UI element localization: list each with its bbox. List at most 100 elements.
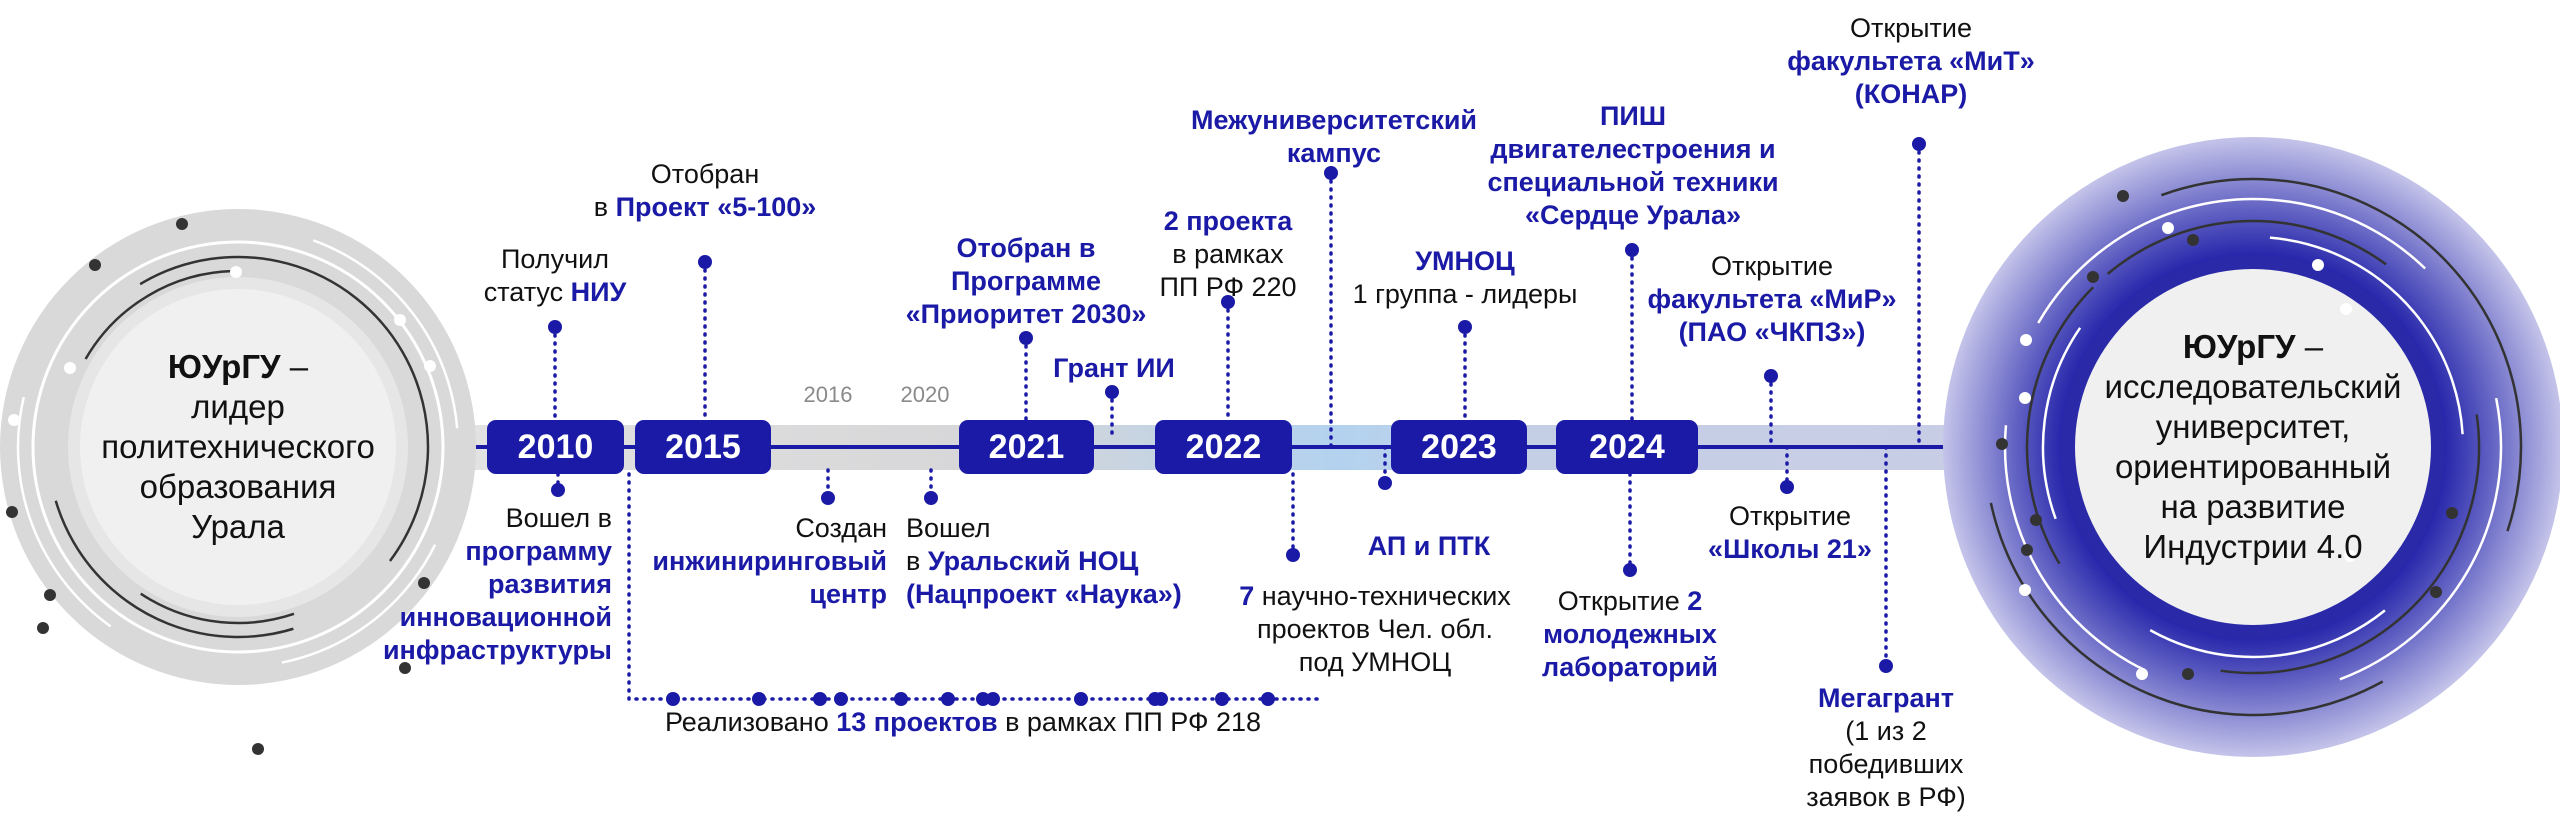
label-text: (1 из 2 <box>1845 716 1927 746</box>
highlight-text: инфраструктуры <box>382 635 612 665</box>
pp218-project-dot <box>813 692 827 706</box>
label-text: ЮУрГУ <box>2182 328 2296 365</box>
label-text: Открытие <box>1728 501 1852 531</box>
label-text: статус <box>483 277 571 307</box>
highlight-text: (КОНАР) <box>1854 79 1968 109</box>
highlight-text: Грант ИИ <box>1053 353 1175 383</box>
pp218-project-dot <box>894 692 908 706</box>
label-text: проектов Чел. обл. <box>1256 614 1494 644</box>
label-line: Индустрии 4.0 <box>2105 527 2402 567</box>
label-text: Открытие <box>1557 586 1688 616</box>
highlight-text: АП и ПТК <box>1367 531 1491 561</box>
label-text: Отобран <box>650 159 760 189</box>
label-line: Межуниверситетский <box>1191 104 1477 137</box>
label-text: Создан <box>795 513 887 543</box>
event-label: Грант ИИ <box>1053 352 1175 385</box>
highlight-text: Программе <box>950 266 1102 296</box>
label-line: университет, <box>2105 407 2402 447</box>
pp218-project-dot <box>1261 692 1275 706</box>
highlight-text: ПИШ <box>1600 101 1666 131</box>
highlight-text: 13 проектов <box>836 707 998 737</box>
label-line: «Приоритет 2030» <box>906 298 1147 331</box>
label-line: образования <box>101 467 375 507</box>
label-text: – <box>280 348 309 385</box>
label-line: развития <box>383 568 612 601</box>
highlight-text: «Сердце Урала» <box>1524 200 1742 230</box>
highlight-text: инновационной <box>399 602 612 632</box>
year-marker-2023: 2023 <box>1391 420 1527 474</box>
label-line: специальной техники <box>1487 166 1778 199</box>
highlight-text: развития <box>487 569 612 599</box>
label-text: под УМНОЦ <box>1298 647 1452 677</box>
label-line: (1 из 2 <box>1806 715 1965 748</box>
label-text: заявок в РФ) <box>1806 782 1966 812</box>
highlight-text: программу <box>465 536 612 566</box>
label-line: АП и ПТК <box>1368 530 1491 563</box>
label-line: заявок в РФ) <box>1806 781 1965 814</box>
label-text: научно-технических <box>1254 581 1511 611</box>
event-dot <box>1458 320 1472 334</box>
label-line: лабораторий <box>1542 651 1718 684</box>
pp218-project-dot <box>1074 692 1088 706</box>
highlight-text: Проект «5-100» <box>615 192 817 222</box>
event-label: Реализовано 13 проектов в рамках ПП РФ 2… <box>665 706 1261 739</box>
label-line: Грант ИИ <box>1053 352 1175 385</box>
highlight-text: лабораторий <box>1542 652 1718 682</box>
label-line: на развитие <box>2105 487 2402 527</box>
event-connectors <box>548 137 1926 706</box>
label-text: 1 группа - лидеры <box>1352 279 1578 309</box>
pp218-project-dot <box>1154 692 1168 706</box>
right-circle-graphic <box>1943 137 2560 757</box>
label-line: исследовательский <box>2105 367 2402 407</box>
pp218-project-dot <box>986 692 1000 706</box>
label-line: Открытие <box>1787 12 2034 45</box>
label-line: Открытие <box>1708 500 1872 533</box>
label-text: в рамках ПП РФ 218 <box>997 707 1262 737</box>
label-line: факультета «МиР» <box>1648 283 1897 316</box>
label-text: в рамках <box>1172 239 1284 269</box>
highlight-text: двигателестроения и <box>1490 134 1776 164</box>
label-line: Вошел <box>906 512 1182 545</box>
label-line: в Проект «5-100» <box>594 191 817 224</box>
highlight-text: 2 проекта <box>1163 206 1293 236</box>
pp218-project-dot <box>752 692 766 706</box>
label-line: инфраструктуры <box>383 634 612 667</box>
label-text: в <box>593 192 616 222</box>
label-line: УМНОЦ <box>1353 245 1578 278</box>
event-dot <box>1286 548 1300 562</box>
year-marker-2015: 2015 <box>635 420 771 474</box>
pp218-project-dot <box>666 692 680 706</box>
event-dot <box>821 491 835 505</box>
highlight-text: кампус <box>1286 138 1382 168</box>
label-line: 2 проекта <box>1159 205 1296 238</box>
label-line: в Уральский НОЦ <box>906 545 1182 578</box>
label-line: ПИШ <box>1487 100 1778 133</box>
event-dot <box>1780 480 1794 494</box>
year-marker-2024: 2024 <box>1556 420 1698 474</box>
highlight-text: «Приоритет 2030» <box>905 299 1147 329</box>
label-line: «Сердце Урала» <box>1487 199 1778 232</box>
pp218-project-dot <box>834 692 848 706</box>
label-text: ориентированный <box>2114 448 2392 485</box>
pp218-project-dot <box>976 692 990 706</box>
label-text: Урала <box>191 508 285 545</box>
label-line: Отобран <box>594 158 817 191</box>
label-line: ориентированный <box>2105 447 2402 487</box>
label-text: Вошел <box>906 513 991 543</box>
highlight-text: специальной техники <box>1487 167 1779 197</box>
label-line: Мегагрант <box>1806 682 1965 715</box>
label-line: кампус <box>1191 137 1477 170</box>
label-line: статус НИУ <box>484 276 627 309</box>
label-line: молодежных <box>1542 618 1718 651</box>
label-line: инновационной <box>383 601 612 634</box>
